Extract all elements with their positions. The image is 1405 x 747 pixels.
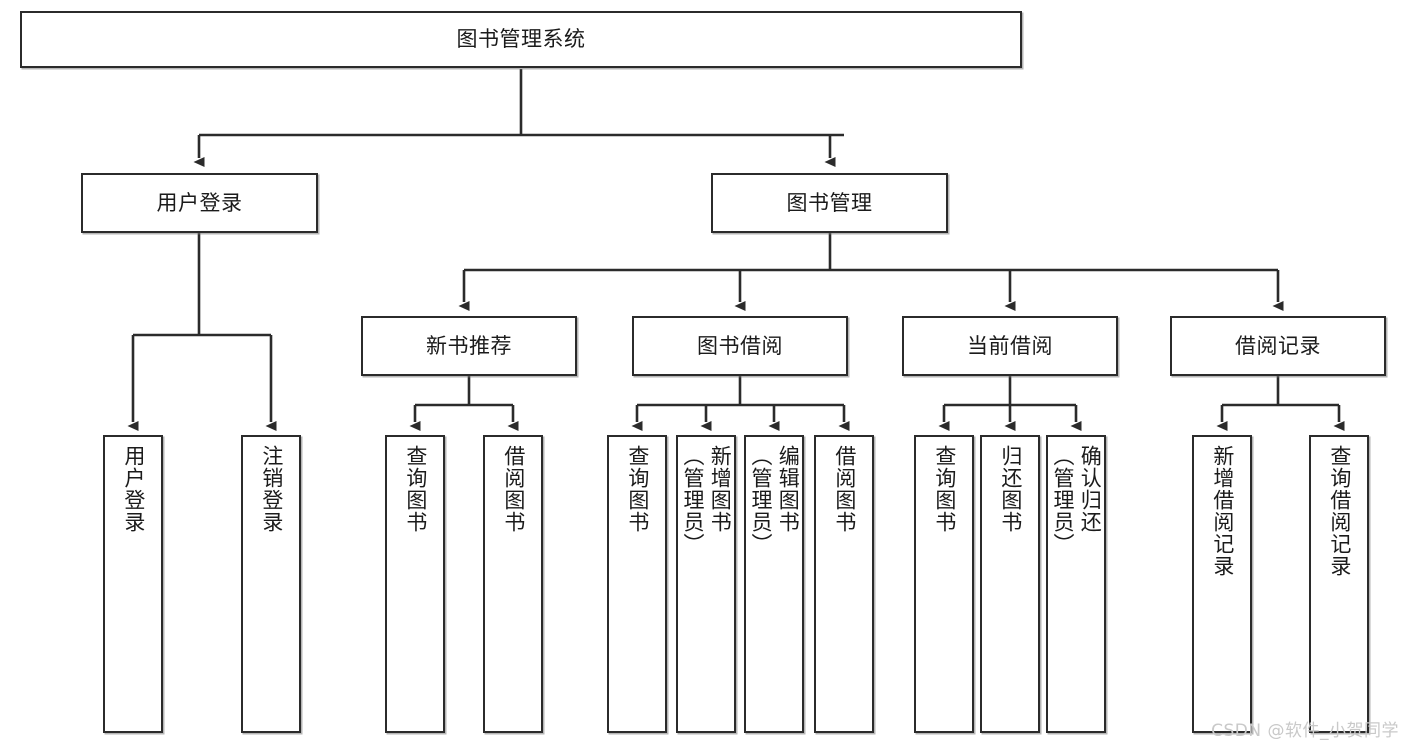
leaf-current-query-book[interactable]: 查询图书 xyxy=(914,435,974,733)
node-book-borrow[interactable]: 图书借阅 xyxy=(632,316,848,376)
node-borrow-record-label: 借阅记录 xyxy=(1235,333,1321,358)
node-user-login[interactable]: 用户登录 xyxy=(81,173,318,233)
node-root[interactable]: 图书管理系统 xyxy=(20,11,1022,68)
leaf-borrow-query-book[interactable]: 查询图书 xyxy=(607,435,667,733)
leaf-borrow-lend-book-label: 借阅图书 xyxy=(832,445,857,533)
node-root-label: 图书管理系统 xyxy=(456,27,586,52)
leaf-record-query-label: 查询借阅记录 xyxy=(1327,445,1352,577)
leaf-current-return-book[interactable]: 归还图书 xyxy=(980,435,1040,733)
leaf-current-query-book-label: 查询图书 xyxy=(932,445,957,533)
leaf-user-login[interactable]: 用户登录 xyxy=(103,435,163,733)
leaf-user-login-label: 用户登录 xyxy=(121,445,146,533)
leaf-borrow-lend-book[interactable]: 借阅图书 xyxy=(814,435,874,733)
node-book-manage-label: 图书管理 xyxy=(786,190,873,215)
leaf-current-confirm-return-label: 确认归还 （管理员） xyxy=(1051,445,1103,555)
node-new-book-recommend-label: 新书推荐 xyxy=(426,333,512,358)
leaf-user-logout-label: 注销登录 xyxy=(259,445,284,533)
leaf-borrow-add-book[interactable]: 新增图书 （管理员） xyxy=(676,435,736,733)
leaf-recommend-borrow-book-label: 借阅图书 xyxy=(501,445,526,533)
leaf-recommend-query-book[interactable]: 查询图书 xyxy=(385,435,445,733)
node-new-book-recommend[interactable]: 新书推荐 xyxy=(361,316,577,376)
leaf-user-logout[interactable]: 注销登录 xyxy=(241,435,301,733)
leaf-borrow-query-book-label: 查询图书 xyxy=(625,445,650,533)
leaf-current-return-book-label: 归还图书 xyxy=(998,445,1023,533)
watermark-text: CSDN @软件_小贺同学 xyxy=(1211,721,1399,741)
node-book-manage[interactable]: 图书管理 xyxy=(711,173,948,233)
leaf-recommend-borrow-book[interactable]: 借阅图书 xyxy=(483,435,543,733)
node-current-borrow-label: 当前借阅 xyxy=(967,333,1053,358)
node-user-login-label: 用户登录 xyxy=(156,190,243,215)
node-book-borrow-label: 图书借阅 xyxy=(697,333,783,358)
leaf-record-add-label: 新增借阅记录 xyxy=(1210,445,1235,577)
node-borrow-record[interactable]: 借阅记录 xyxy=(1170,316,1386,376)
leaf-current-confirm-return[interactable]: 确认归还 （管理员） xyxy=(1046,435,1106,733)
leaf-borrow-edit-book[interactable]: 编辑图书 （管理员） xyxy=(744,435,804,733)
leaf-recommend-query-book-label: 查询图书 xyxy=(403,445,428,533)
leaf-borrow-add-book-label: 新增图书 （管理员） xyxy=(681,445,733,555)
leaf-borrow-edit-book-label: 编辑图书 （管理员） xyxy=(749,445,801,555)
leaf-record-query[interactable]: 查询借阅记录 xyxy=(1309,435,1369,733)
node-current-borrow[interactable]: 当前借阅 xyxy=(902,316,1118,376)
leaf-record-add[interactable]: 新增借阅记录 xyxy=(1192,435,1252,733)
